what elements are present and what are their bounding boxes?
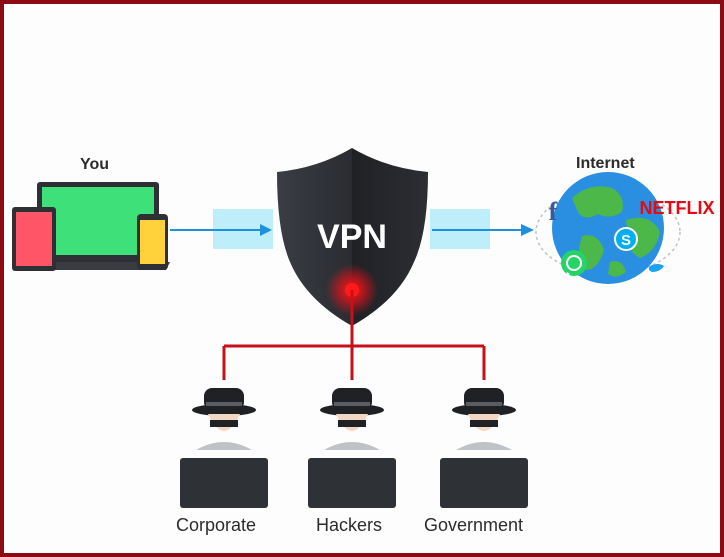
laptop-icon	[26, 182, 170, 270]
leak-lines	[222, 290, 486, 380]
tablet-icon	[12, 207, 56, 271]
arrow-right	[432, 224, 534, 236]
spy-government	[440, 388, 528, 508]
arrow-left	[170, 224, 272, 236]
spy-icon	[320, 388, 384, 450]
laptop-icon	[180, 458, 268, 508]
you-label: You	[80, 156, 110, 173]
laptop-screen	[42, 187, 154, 255]
vpn-label: VPN	[317, 218, 387, 256]
spy-corporate	[180, 388, 268, 508]
internet-label: Internet	[576, 155, 635, 172]
svg-text:S: S	[621, 232, 631, 249]
tablet-screen	[16, 212, 52, 266]
spy-icon	[192, 388, 256, 450]
corporate-label: Corporate	[176, 515, 257, 535]
twitter-icon	[648, 264, 664, 272]
whatsapp-icon	[561, 250, 587, 277]
laptop-icon	[440, 458, 528, 508]
user-devices	[12, 182, 170, 271]
phone-icon	[137, 214, 168, 270]
government-label: Government	[424, 515, 524, 535]
laptop-icon	[308, 458, 396, 508]
facebook-icon: f	[549, 197, 558, 226]
spy-hackers	[308, 388, 396, 508]
phone-screen	[140, 220, 165, 264]
hackers-label: Hackers	[316, 515, 383, 535]
spy-icon	[452, 388, 516, 450]
netflix-logo: NETFLIX	[640, 198, 715, 218]
skype-icon: S	[614, 227, 638, 251]
